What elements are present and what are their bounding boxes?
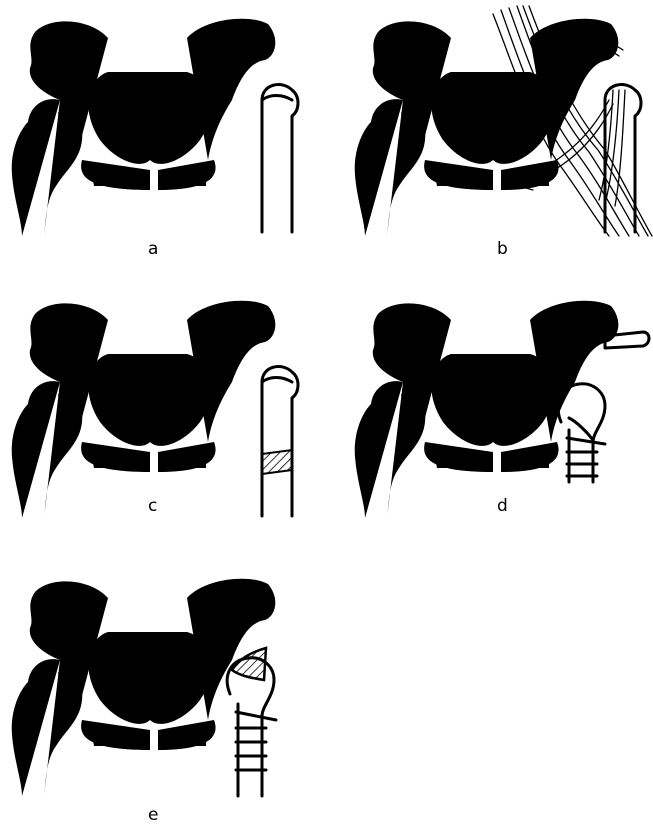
panel-label-e: e [148, 805, 158, 825]
pelvis-diagram-b [343, 0, 653, 240]
pelvis-diagram-a [0, 0, 310, 240]
panel-d [343, 282, 653, 522]
pelvis-diagram-d [343, 282, 653, 522]
panel-label-b: b [497, 239, 508, 259]
panel-label-a: a [148, 239, 158, 259]
panel-e [0, 560, 310, 800]
panel-label-c: c [148, 496, 157, 516]
panel-b [343, 0, 653, 240]
panel-a [0, 0, 310, 240]
pelvis-diagram-e [0, 560, 310, 800]
pelvis-diagram-c [0, 282, 310, 522]
panel-c [0, 282, 310, 522]
panel-label-d: d [497, 496, 508, 516]
